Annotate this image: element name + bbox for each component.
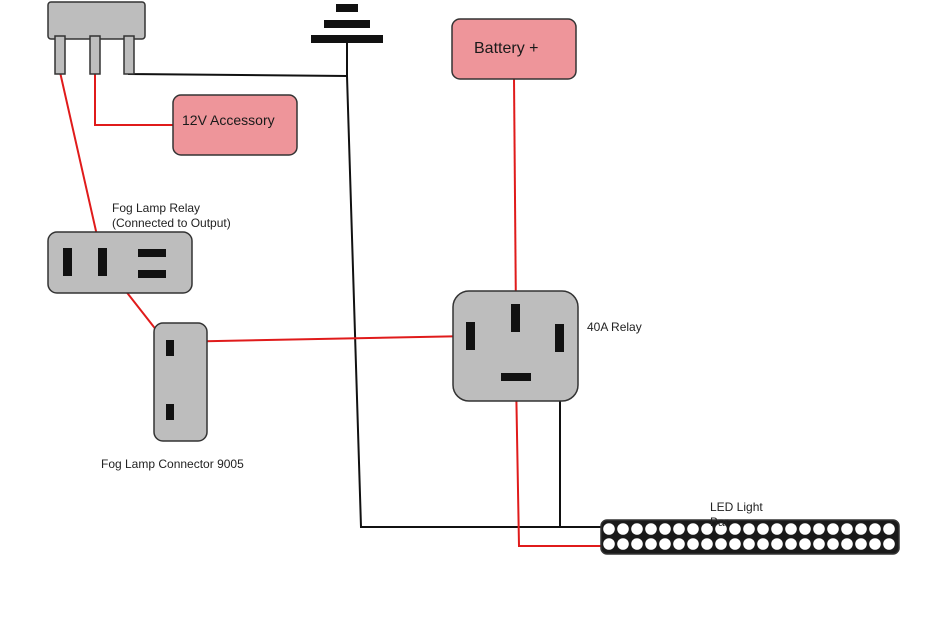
led-dot [686, 522, 700, 536]
led-dot [812, 537, 826, 551]
led-bar-label-line2: Bar [710, 515, 729, 529]
wire-battery-to-relay [513, 77, 517, 319]
led-dot [770, 537, 784, 551]
led-dot [616, 537, 630, 551]
led-dot [756, 537, 770, 551]
fog-relay-label-line1: Fog Lamp Relay [112, 201, 200, 215]
led-dot [798, 522, 812, 536]
led-dot [714, 537, 728, 551]
led-dot [742, 537, 756, 551]
led-dot [826, 537, 840, 551]
fog-relay-label-line2: (Connected to Output) [112, 216, 231, 230]
led-dot [798, 537, 812, 551]
battery-box: Battery + [451, 18, 577, 80]
connector-label: Fog Lamp Connector 9005 [101, 457, 244, 471]
led-dot [826, 522, 840, 536]
led-dot [784, 522, 798, 536]
led-dot [714, 522, 728, 536]
relay-40a-label: 40A Relay [587, 320, 642, 334]
led-dot [672, 537, 686, 551]
led-dot [644, 537, 658, 551]
wire-switch-to-accessory [94, 72, 173, 126]
led-bar-label-line1: LED Light [710, 500, 763, 514]
led-dot [770, 522, 784, 536]
led-dot [882, 522, 896, 536]
led-dot [700, 522, 714, 536]
wire-connector-to-relay [167, 335, 472, 343]
led-dot [854, 522, 868, 536]
led-light-bar-icon [600, 519, 900, 555]
wire-ground-to-led-bar [346, 40, 603, 528]
led-dot [840, 537, 854, 551]
led-dot [700, 537, 714, 551]
led-dot [658, 537, 672, 551]
toggle-switch-icon [47, 1, 146, 75]
battery-label: Battery + [474, 40, 538, 57]
wire-relay-to-led-bar [515, 377, 603, 547]
led-dot [756, 522, 770, 536]
relay-40a [452, 290, 579, 402]
fog-lamp-connector [153, 322, 208, 442]
accessory-box: 12V Accessory [172, 94, 298, 156]
led-dot [784, 537, 798, 551]
led-dot [728, 522, 742, 536]
led-dot [742, 522, 756, 536]
led-dot [602, 537, 616, 551]
led-dot [840, 522, 854, 536]
ground-symbol-icon [311, 4, 383, 43]
led-dot [686, 537, 700, 551]
led-dot [868, 537, 882, 551]
led-dot [644, 522, 658, 536]
led-dot [658, 522, 672, 536]
led-dot [812, 522, 826, 536]
led-dot [630, 537, 644, 551]
wire-switch-to-ground [128, 72, 348, 77]
led-dot [728, 537, 742, 551]
led-dot [616, 522, 630, 536]
led-dot [854, 537, 868, 551]
led-dot [602, 522, 616, 536]
led-dot [882, 537, 896, 551]
accessory-label: 12V Accessory [182, 112, 275, 128]
led-dot [672, 522, 686, 536]
led-dot [868, 522, 882, 536]
fog-lamp-relay [47, 231, 193, 294]
led-dot [630, 522, 644, 536]
